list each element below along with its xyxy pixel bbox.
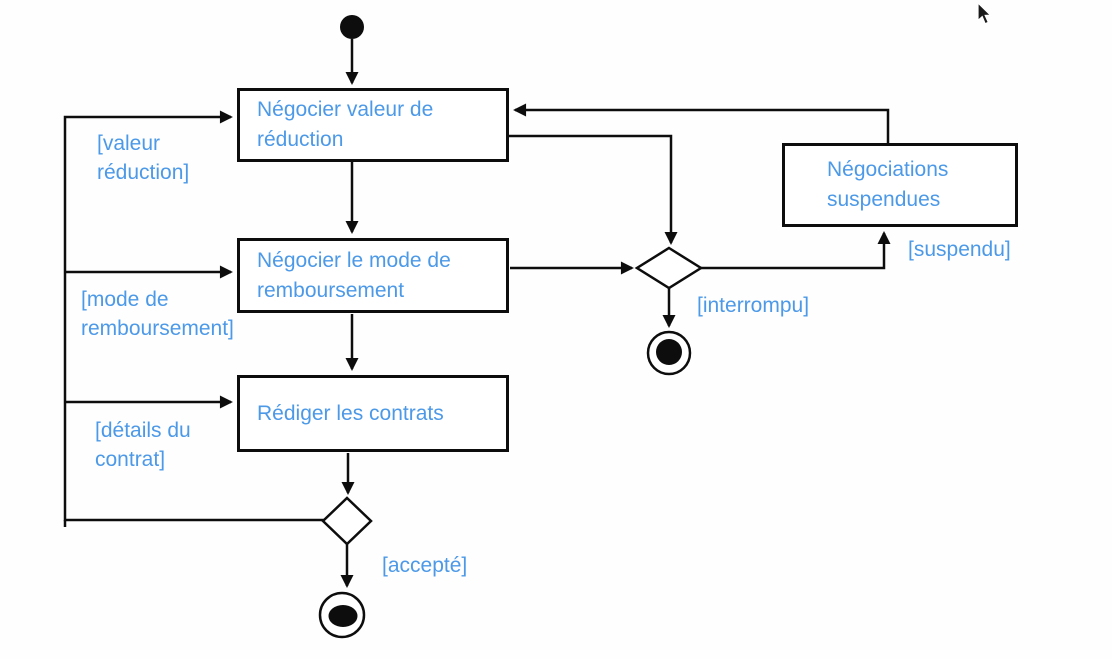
arrow-decision2-to-suspended [701, 231, 891, 270]
activity-negotiate-value-label: Négocier valeur de réduction [257, 98, 434, 151]
guard-interrompu: [interrompu] [697, 294, 810, 317]
arrow-loop-to-negotiate-value [63, 110, 327, 522]
arrow-suspended-to-negotiate-value [513, 103, 890, 144]
final-node-inner-dot [328, 605, 358, 627]
guard-valeur-reduction: [valeur réduction] [97, 132, 190, 184]
final-node-accepted [318, 591, 366, 639]
activity-write-contracts: Rédiger les contrats [237, 375, 509, 452]
initial-node [340, 15, 364, 39]
guard-suspendu: [suspendu] [908, 238, 1011, 261]
final-node-interrupted [646, 330, 692, 376]
guard-accepte: [accepté] [382, 554, 468, 577]
activity-negotiations-suspended: Négociations suspendues [782, 143, 1018, 227]
decision-diamond-contract [321, 496, 373, 546]
activity-negotiations-suspended-label: Négociations suspendues [827, 158, 949, 211]
activity-negotiate-mode: Négocier le mode de remboursement [237, 238, 509, 313]
decision-diamond-interrupt-suspend [634, 246, 704, 290]
activity-negotiate-value: Négocier valeur de réduction [237, 88, 509, 162]
arrow-negotiate-value-to-decision2 [509, 134, 678, 245]
guard-details-contrat: [détails du contrat] [95, 419, 191, 471]
activity-negotiate-mode-label: Négocier le mode de remboursement [257, 248, 451, 302]
mouse-pointer-icon [977, 1, 992, 25]
guard-mode-remboursement: [mode de remboursement] [81, 288, 234, 340]
final-node-inner-dot [656, 339, 682, 365]
activity-write-contracts-label: Rédiger les contrats [257, 401, 444, 425]
